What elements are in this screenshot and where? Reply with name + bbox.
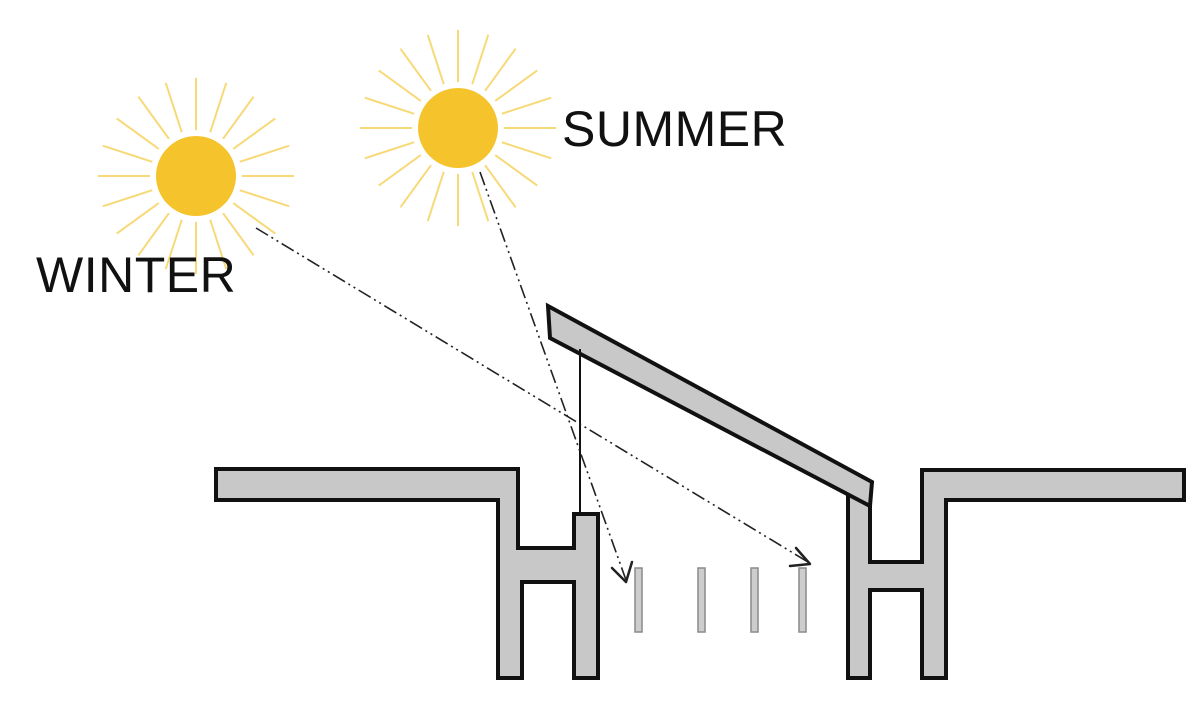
sun-ray-line [164,82,183,133]
sun-ray-line [137,96,170,140]
summer-sun-ray [479,171,627,581]
right-roof-wall [846,468,1186,680]
sun-ray-line [116,202,160,235]
winter-sun-ray [255,227,809,563]
sun-ray-line [222,212,255,256]
sun-ray-line [378,69,422,102]
louver-fin [697,567,706,633]
sun-ray-line [501,96,552,115]
sun-ray-line [471,171,490,222]
louver-fin [634,567,643,633]
sun-ray-line [484,48,517,92]
sun-ray-line [102,189,153,208]
sun-ray-line [399,164,432,208]
winter-label: WINTER [36,247,237,303]
sun-ray-line [471,34,490,85]
summer-label: SUMMER [562,101,788,157]
sun-ray-line [378,154,422,187]
sun-ray-line [239,144,290,163]
sun-ray-line [426,171,445,222]
sun-ray-line [209,219,228,270]
sun-ray-line [364,96,415,115]
sun-ray-line [494,69,538,102]
sun-ray-line [209,82,228,133]
sun-ray-line [164,219,183,270]
louver-fin [798,567,807,633]
sun-ray-line [501,141,552,160]
sun-disc [418,88,498,168]
sun-ray-line [239,189,290,208]
louver-fin [750,567,759,633]
winter-sun-icon [98,78,294,274]
summer-sun-icon [360,30,556,226]
sun-ray-line [364,141,415,160]
sun-ray-line [484,164,517,208]
slanted-overhang [545,302,875,510]
sun-ray-line [426,34,445,85]
sun-ray-line [222,96,255,140]
summer-ray-arrowhead [610,560,634,584]
sun-disc [156,136,236,216]
sun-ray-line [232,202,276,235]
sun-ray-line [494,154,538,187]
sun-ray-line [137,212,170,256]
winter-ray-arrowhead [788,546,812,568]
left-roof-wall [214,467,600,680]
sun-ray-line [116,117,160,150]
sun-ray-line [232,117,276,150]
sun-ray-line [399,48,432,92]
sun-ray-line [102,144,153,163]
